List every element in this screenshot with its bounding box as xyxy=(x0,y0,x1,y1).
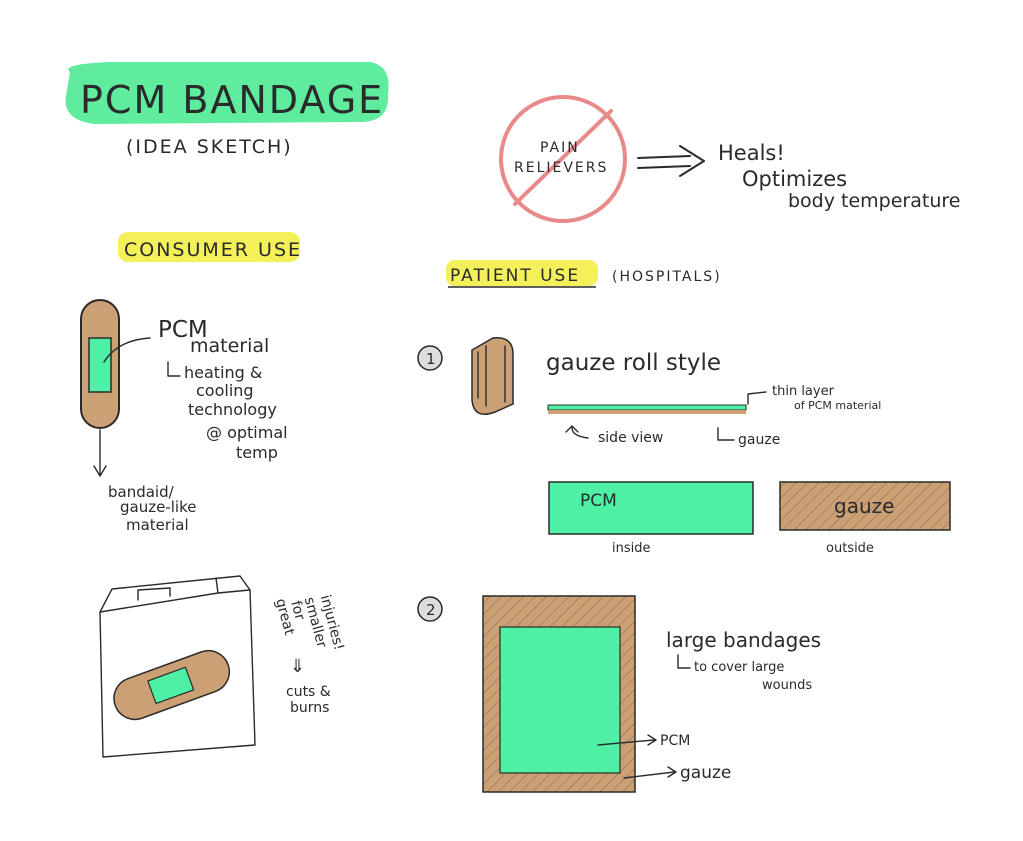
patient-highlight xyxy=(446,260,598,286)
inside-pcm-box xyxy=(548,481,754,535)
pcm-label: PCM xyxy=(158,317,208,343)
gauze-pointer-line xyxy=(623,766,677,779)
tech-line-5: temp xyxy=(236,443,278,462)
step1-title: gauze roll style xyxy=(546,350,721,376)
side-view-gauze-layer xyxy=(548,410,746,414)
gauze-small-label: gauze xyxy=(738,432,780,448)
title-text: PCM BANDAGE xyxy=(80,78,384,122)
step1-circle xyxy=(417,345,443,371)
side-view-label: side view xyxy=(598,430,663,446)
vertical-bandaid-pcm-pad xyxy=(88,337,112,393)
step2-sub-arrow-icon xyxy=(677,654,691,669)
thin-layer-pointer xyxy=(747,391,767,405)
benefit-heals: Heals! xyxy=(718,141,785,165)
bandaid-line-1: bandaid/ xyxy=(108,483,175,501)
consumer-heading: CONSUMER USE xyxy=(124,239,302,261)
consumer-use-block: CONSUMER USE PCM material heating & cool… xyxy=(80,232,347,758)
patient-heading: PATIENT USE xyxy=(450,266,580,286)
side-view-pcm-layer xyxy=(547,404,747,411)
bandaid-box-icon xyxy=(99,575,256,758)
thin-layer-line2: of PCM material xyxy=(794,399,881,412)
bandaid-down-arrow xyxy=(93,429,107,477)
bandaid-line-2: gauze-like xyxy=(120,498,196,516)
gauze-pointer-label: gauze xyxy=(680,763,731,783)
inside-caption: inside xyxy=(612,541,651,556)
consumer-highlight xyxy=(118,232,300,262)
sub-arrow-icon xyxy=(167,361,181,377)
bandaid-line-3: material xyxy=(126,516,189,534)
gauze-roll-icon xyxy=(471,337,514,415)
large-bandage-pcm-pad xyxy=(499,626,621,774)
box-note-6: burns xyxy=(290,700,329,716)
crossed-label-line1: PAIN xyxy=(540,140,580,156)
step2-number: 2 xyxy=(426,601,436,619)
box-note-5: cuts & xyxy=(286,684,331,700)
side-view-arrow xyxy=(565,425,589,439)
patient-heading-suffix: (HOSPITALS) xyxy=(612,269,722,285)
box-note-down-arrow: ⇓ xyxy=(290,656,305,677)
outside-box-label: gauze xyxy=(834,494,894,518)
pcm-pointer-arrow xyxy=(103,337,151,363)
step2-title: large bandages xyxy=(666,628,821,652)
double-arrow xyxy=(637,145,705,177)
tech-line-1: heating & xyxy=(184,363,262,382)
step2-sub-line1: to cover large xyxy=(694,660,784,675)
pain-relievers-block: PAIN RELIEVERS Heals! Optimizes body tem… xyxy=(499,95,960,223)
tech-line-3: technology xyxy=(188,400,277,419)
outside-caption: outside xyxy=(826,541,874,556)
crossed-circle xyxy=(499,95,627,223)
pcm-pointer-label: PCM xyxy=(660,733,690,749)
benefit-optimizes: Optimizes xyxy=(742,167,847,191)
subtitle-text: (IDEA SKETCH) xyxy=(126,136,293,158)
benefit-body-temperature: body temperature xyxy=(788,190,960,212)
pcm-material-label: material xyxy=(190,335,269,357)
box-note-rotated: great for smaller injuries! xyxy=(272,593,347,652)
patient-use-block: PATIENT USE (HOSPITALS) 1 gauze roll sty… xyxy=(417,260,951,793)
title-highlight xyxy=(65,62,389,124)
inside-box-label: PCM xyxy=(580,491,617,511)
tech-line-4: @ optimal xyxy=(206,423,288,442)
crossed-label-line2: RELIEVERS xyxy=(514,160,608,176)
title-block: PCM BANDAGE (IDEA SKETCH) xyxy=(65,62,389,158)
step1-number: 1 xyxy=(426,350,436,368)
thin-layer-line1: thin layer xyxy=(772,384,835,399)
gauze-small-arrow xyxy=(717,427,735,441)
step2-sub-line2: wounds xyxy=(762,678,812,693)
box-note-2: for xyxy=(287,599,308,622)
cross-slash xyxy=(513,109,613,206)
outside-gauze-box xyxy=(779,481,951,531)
tech-line-2: cooling xyxy=(196,381,254,400)
pcm-pointer-line xyxy=(597,734,657,746)
step2-circle xyxy=(417,596,443,622)
